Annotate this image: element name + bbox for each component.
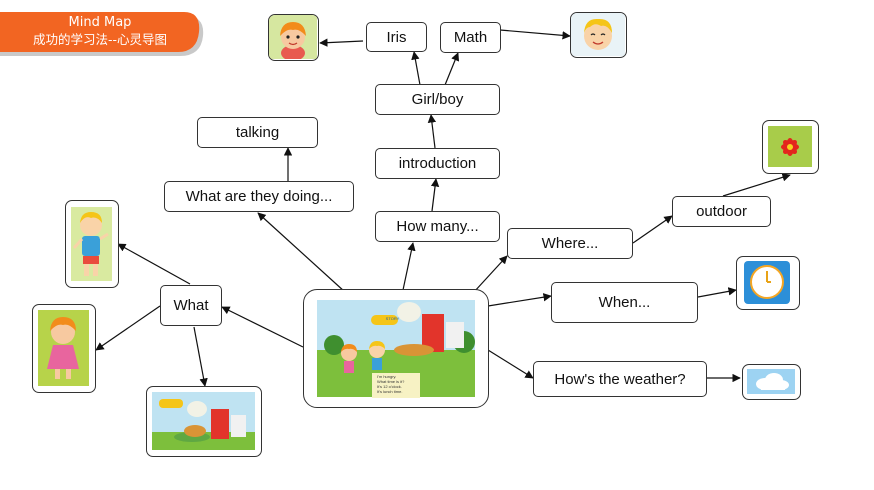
arrow-girlboy-to-math: [444, 52, 460, 86]
speech-line: It's 12 o'clock.: [377, 384, 402, 389]
arrow-center-to-where: [473, 255, 508, 293]
girl-face-image: [268, 14, 319, 61]
speech-line: It's lunch time.: [377, 389, 403, 394]
arrow-math-to-boy-image: [499, 29, 571, 40]
node-what: What: [160, 285, 222, 326]
arrow-center-to-what: [221, 306, 304, 348]
banner-text: Mind Map 成功的学习法--心灵导图: [0, 14, 200, 48]
lunch-food-image: [146, 386, 262, 457]
arrow-what-to-food-image: [193, 326, 208, 387]
node-talking: talking: [197, 117, 318, 148]
arrow-girlboy-to-iris: [411, 51, 421, 86]
node-girl-boy: Girl/boy: [375, 84, 500, 115]
arrow-where-to-outdoor: [632, 215, 673, 244]
node-what-are-they-doing: What are they doing...: [164, 181, 354, 212]
banner-title: Mind Map: [68, 15, 132, 30]
speech-line: I'm hungry.: [377, 374, 397, 379]
arrow-what-to-boy-image: [117, 243, 191, 285]
arrow-what-to-girl-image: [95, 305, 161, 351]
arrow-when-to-clock: [697, 287, 737, 298]
arrow-introduction-to-girlboy: [427, 114, 437, 149]
arrow-center-to-doing: [257, 212, 346, 293]
arrow-howmany-to-introduction: [430, 178, 440, 212]
clock-image: [736, 256, 800, 310]
node-iris: Iris: [366, 22, 427, 52]
arrow-outdoor-to-flower: [722, 173, 791, 197]
boy-face-image: [570, 12, 627, 58]
arrow-center-to-weather: [487, 349, 534, 379]
girl-standing-image: [32, 304, 96, 393]
center-story-image: STORY I'm hungry. What time is it? It's …: [303, 289, 489, 408]
node-when: When...: [551, 282, 698, 323]
banner-subtitle: 成功的学习法--心灵导图: [32, 32, 168, 47]
node-math: Math: [440, 22, 501, 53]
arrow-center-to-when: [487, 293, 552, 307]
node-outdoor: outdoor: [672, 196, 771, 227]
node-introduction: introduction: [375, 148, 500, 179]
node-how-many: How many...: [375, 211, 500, 242]
arrow-iris-to-girl-image: [319, 38, 364, 47]
speech-box: I'm hungry. What time is it? It's 12 o'c…: [377, 374, 421, 394]
flower-image: [762, 120, 819, 174]
speech-line: What time is it?: [377, 379, 405, 384]
story-sign: STORY: [385, 316, 400, 321]
node-where: Where...: [507, 228, 633, 259]
boy-standing-image: [65, 200, 119, 288]
arrow-center-to-howmany: [402, 242, 416, 291]
cloud-image: [742, 364, 801, 400]
node-weather: How's the weather?: [533, 361, 707, 397]
mind-map-banner: [0, 12, 205, 56]
